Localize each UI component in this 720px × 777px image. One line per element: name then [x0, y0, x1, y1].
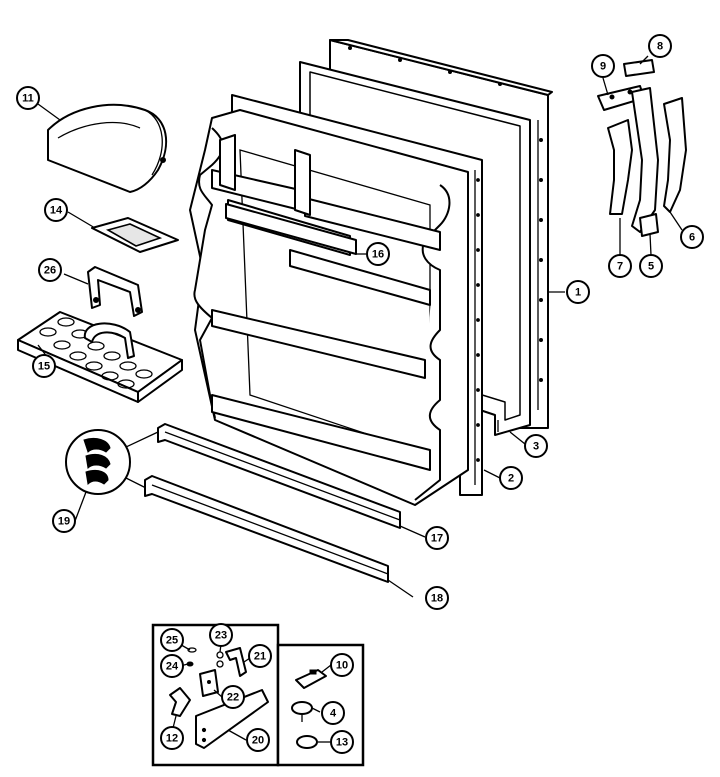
callout-circle [248, 644, 272, 668]
tray-part [91, 217, 179, 253]
hinge-parts [597, 59, 687, 237]
callout-number: 10 [336, 660, 348, 672]
callout-3: 3 [524, 434, 548, 458]
door-liner [189, 109, 469, 506]
callout-circle [425, 586, 449, 610]
callout-5: 5 [639, 254, 663, 278]
callout-circle [330, 653, 354, 677]
callout-circle [221, 685, 245, 709]
callout-8: 8 [648, 34, 672, 58]
callout-number: 7 [617, 261, 623, 273]
callout-number: 18 [431, 593, 443, 605]
callout-19: 19 [52, 509, 76, 533]
callout-number: 22 [227, 692, 239, 704]
callout-circle [425, 526, 449, 550]
callout-number: 23 [215, 630, 227, 642]
callout-21: 21 [248, 644, 272, 668]
callout-7: 7 [608, 254, 632, 278]
callout-circle [321, 701, 345, 725]
callout-2: 2 [499, 466, 523, 490]
callout-circle [608, 254, 632, 278]
callout-circle [680, 225, 704, 249]
callout-20: 20 [246, 728, 270, 752]
callout-circle [160, 654, 184, 678]
callout-circle [366, 242, 390, 266]
callout-number: 4 [330, 708, 337, 720]
callout-9: 9 [591, 54, 615, 78]
callout-number: 15 [38, 361, 50, 373]
callout-number: 5 [648, 261, 654, 273]
callout-circle [648, 34, 672, 58]
callout-22: 22 [221, 685, 245, 709]
callout-circle [38, 258, 62, 282]
callout-circle [591, 54, 615, 78]
callout-circle [44, 198, 68, 222]
callout-15: 15 [32, 354, 56, 378]
callout-18: 18 [425, 586, 449, 610]
callout-number: 24 [166, 661, 179, 673]
callout-number: 19 [58, 516, 70, 528]
callout-circle [639, 254, 663, 278]
callout-6: 6 [680, 225, 704, 249]
callout-11: 11 [16, 86, 40, 110]
door-rail-upper [157, 423, 401, 529]
callout-number: 9 [600, 61, 606, 73]
callout-number: 17 [431, 533, 443, 545]
callout-circle [524, 434, 548, 458]
callout-number: 26 [44, 265, 56, 277]
callout-number: 20 [252, 735, 264, 747]
callout-25: 25 [160, 628, 184, 652]
callout-circle [16, 86, 40, 110]
callout-circle [160, 726, 184, 750]
callout-circle [160, 628, 184, 652]
callout-number: 25 [166, 635, 178, 647]
callout-number: 12 [166, 733, 178, 745]
callout-16: 16 [366, 242, 390, 266]
callout-circle [566, 280, 590, 304]
callout-circle [499, 466, 523, 490]
callout-number: 1 [575, 287, 581, 299]
callout-23: 23 [209, 623, 233, 647]
callout-number: 13 [336, 737, 348, 749]
handle-bracket-part [87, 266, 143, 317]
callout-1: 1 [566, 280, 590, 304]
callout-number: 8 [657, 41, 663, 53]
callout-4: 4 [321, 701, 345, 725]
dairy-cover-part [47, 103, 167, 193]
callout-circle [209, 623, 233, 647]
callout-26: 26 [38, 258, 62, 282]
callout-10: 10 [330, 653, 354, 677]
door-rail-lower [144, 475, 389, 583]
callout-circle [52, 509, 76, 533]
callout-number: 14 [50, 205, 63, 217]
callout-13: 13 [330, 730, 354, 754]
callout-number: 6 [689, 232, 695, 244]
callout-number: 16 [372, 249, 384, 261]
callout-number: 2 [508, 473, 514, 485]
callout-circle [246, 728, 270, 752]
callout-17: 17 [425, 526, 449, 550]
callout-number: 3 [533, 441, 539, 453]
egg-tray-part [17, 311, 183, 403]
callout-circle [330, 730, 354, 754]
hinge-pin-detail [65, 429, 159, 495]
callout-number: 21 [254, 651, 266, 663]
callout-12: 12 [160, 726, 184, 750]
callout-circle [32, 354, 56, 378]
callout-24: 24 [160, 654, 184, 678]
callout-14: 14 [44, 198, 68, 222]
callout-number: 11 [22, 93, 34, 105]
